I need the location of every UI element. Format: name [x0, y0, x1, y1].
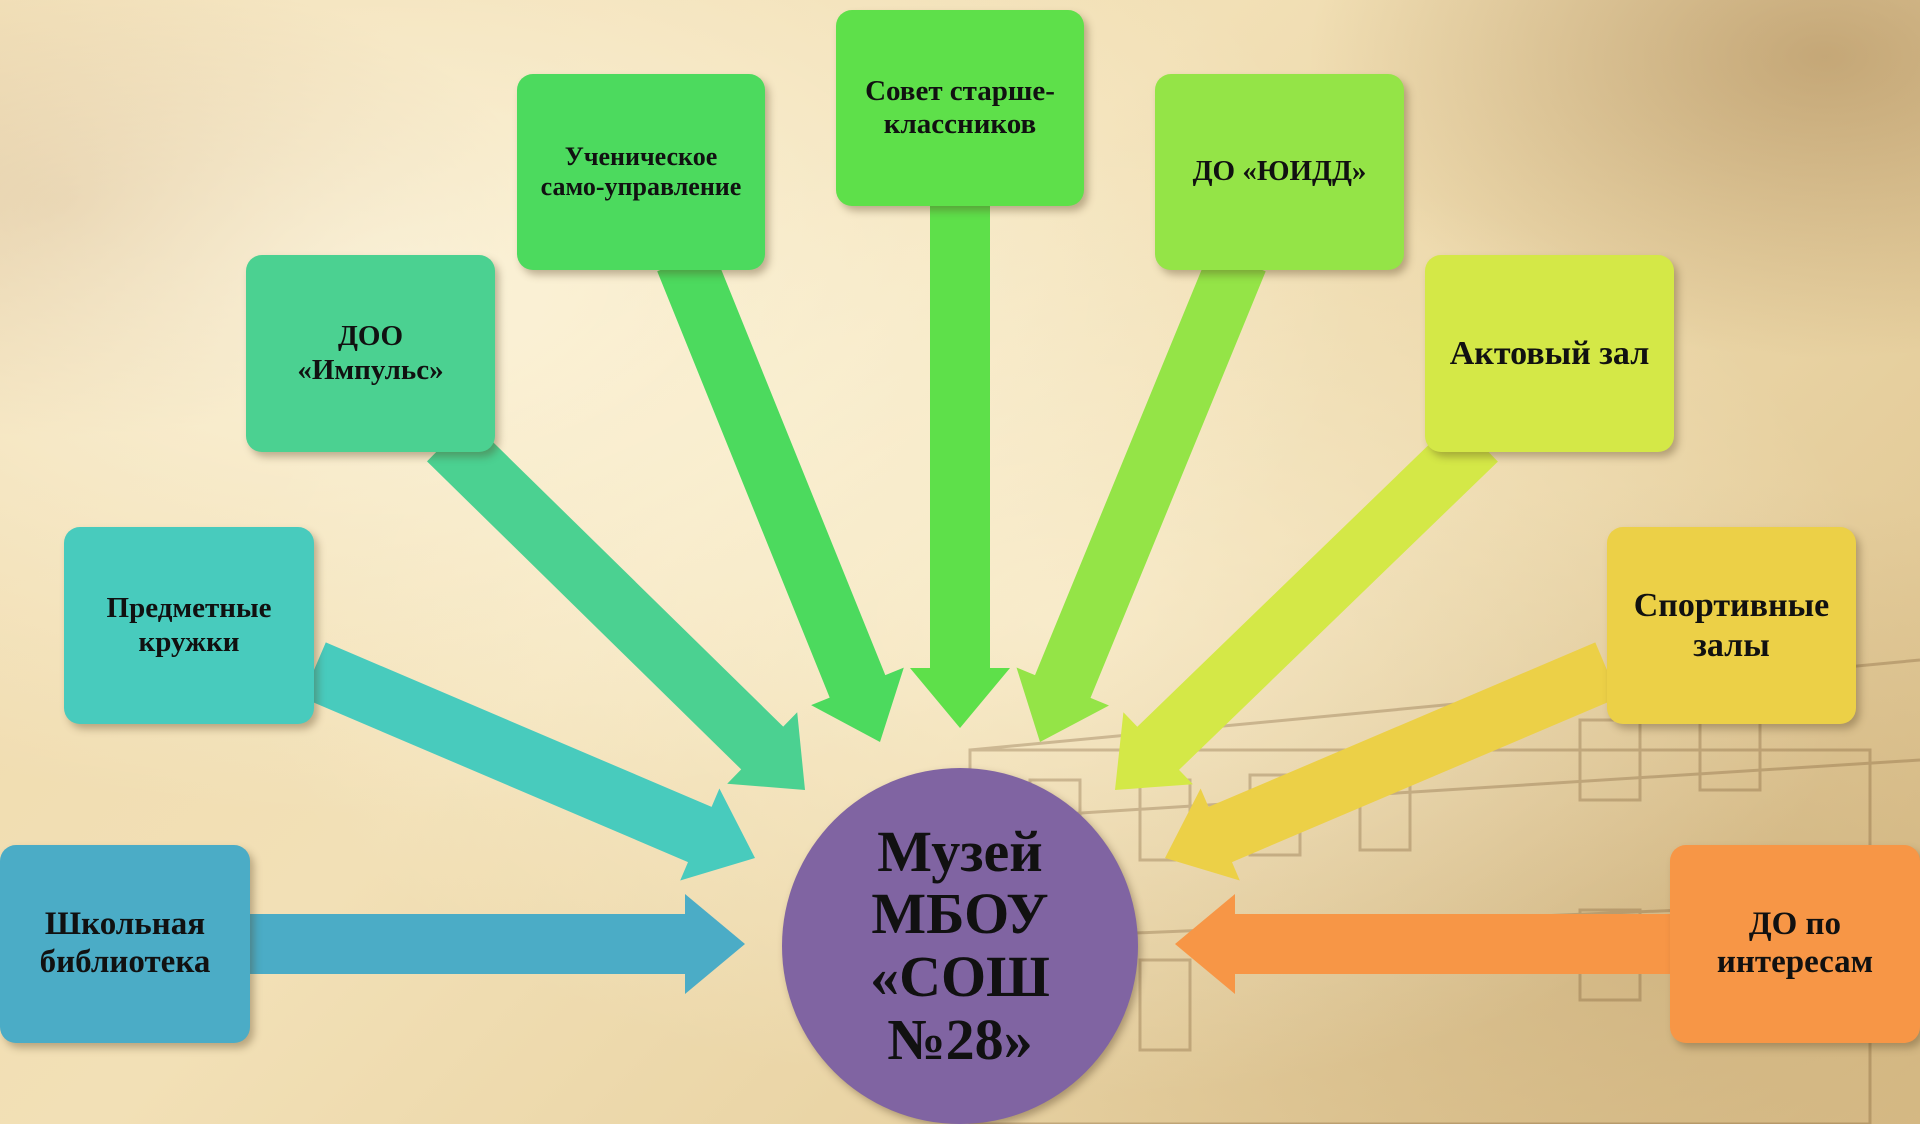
box-library: Школьная библиотека [0, 845, 250, 1043]
box-label: ДО по интересам [1716, 906, 1874, 980]
arrow-hall [1115, 418, 1498, 790]
museum-label: Музей МБОУ «СОШ №28» [870, 818, 1050, 1072]
arrow-doo [427, 418, 805, 790]
box-label: Актовый зал [1449, 334, 1650, 372]
box-selfgov: Ученическое само-управление [517, 74, 765, 270]
box-label: Совет старше- классников [865, 74, 1055, 140]
box-hall: Актовый зал [1425, 255, 1674, 452]
arrow-library [250, 894, 745, 994]
box-council: Совет старше- классников [836, 10, 1084, 206]
box-doo: ДОО «Импульс» [246, 255, 495, 452]
museum-center-circle: Музей МБОУ «СОШ №28» [782, 768, 1138, 1124]
box-label: ДОО «Импульс» [297, 320, 444, 386]
box-label: Ученическое само-управление [540, 142, 742, 201]
box-label: Школьная библиотека [39, 906, 211, 980]
arrow-council [910, 206, 1010, 728]
arrow-selfgov [657, 248, 904, 742]
arrow-yuidd [1016, 248, 1266, 742]
arrow-gyms [1165, 642, 1619, 881]
box-label: ДО «ЮИДД» [1192, 155, 1367, 188]
box-clubs: Предметные кружки [64, 527, 314, 724]
box-gyms: Спортивные залы [1607, 527, 1856, 724]
box-label: Предметные кружки [106, 592, 272, 658]
box-yuidd: ДО «ЮИДД» [1155, 74, 1404, 270]
arrow-clubs [302, 642, 755, 881]
arrow-interests [1175, 894, 1670, 994]
box-label: Спортивные залы [1633, 587, 1830, 664]
box-interests: ДО по интересам [1670, 845, 1920, 1043]
